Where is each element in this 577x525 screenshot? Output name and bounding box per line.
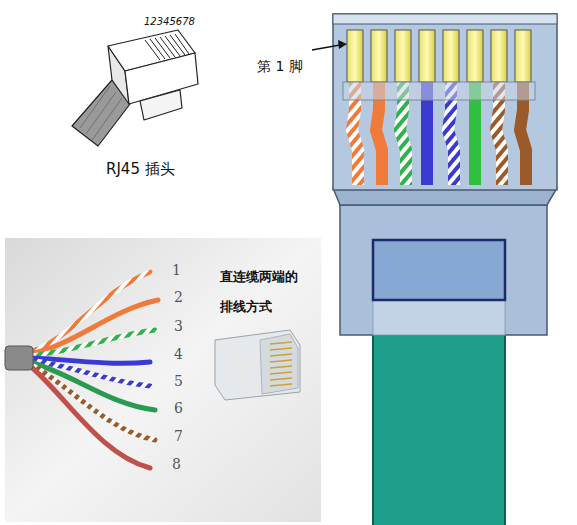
slot (419, 30, 435, 82)
contact-slots (347, 30, 531, 82)
callout-number: 3 (174, 318, 183, 334)
contact-line (175, 34, 189, 54)
callout-number: 1 (172, 262, 181, 278)
clear-plug (215, 330, 300, 400)
slot (491, 30, 507, 82)
cable-jacket (373, 330, 505, 525)
wire-orange (30, 300, 158, 354)
cable-hatch (80, 86, 122, 140)
pin (270, 348, 292, 350)
wire-brown (30, 366, 150, 468)
part-name: RJ45 插头 (106, 160, 175, 179)
latch-window (373, 240, 505, 300)
slot (467, 30, 483, 82)
pin-label: 第 1 脚 (257, 58, 303, 76)
wires (30, 272, 158, 468)
callout-number: 7 (174, 428, 183, 444)
plug-upper-body (333, 14, 557, 190)
plug-pins (270, 342, 292, 386)
plug-top-rim (333, 14, 557, 24)
pin (270, 366, 292, 368)
leader-line (312, 45, 340, 50)
callout-number: 8 (172, 456, 181, 472)
slot (371, 30, 387, 82)
wire-white-green (30, 330, 155, 356)
slot (347, 30, 363, 82)
slot (443, 30, 459, 82)
photo-ground (5, 238, 321, 522)
contact-grid (145, 34, 189, 60)
callout-number: 6 (174, 400, 183, 416)
plug-latch (140, 90, 182, 120)
plug-lower-body (340, 205, 547, 335)
callout-number: 4 (174, 346, 183, 362)
plug-face (260, 334, 298, 394)
pin-numbers: 12345678 (144, 16, 195, 27)
pin (270, 378, 292, 380)
pin (270, 384, 292, 386)
plug-boot (373, 300, 505, 335)
wire-photo (5, 238, 321, 522)
callout-number: 2 (174, 289, 183, 305)
plug-drawing (333, 14, 557, 525)
callout-number: 5 (174, 373, 183, 389)
pin (270, 372, 292, 374)
cable-sheath (5, 346, 33, 370)
wire-white-orange (30, 272, 150, 352)
pin (270, 354, 292, 356)
slot (515, 30, 531, 82)
note: 直连缆两端的 排线方式 (220, 262, 310, 322)
pin1-pointer (312, 40, 347, 50)
slot (395, 30, 411, 82)
pin (270, 342, 292, 344)
crimp-bar (343, 82, 535, 100)
pin (270, 360, 292, 362)
plug-shell (215, 330, 300, 400)
plug-sketch (72, 30, 198, 146)
arrowhead (338, 40, 347, 49)
hatch-line (92, 98, 122, 140)
